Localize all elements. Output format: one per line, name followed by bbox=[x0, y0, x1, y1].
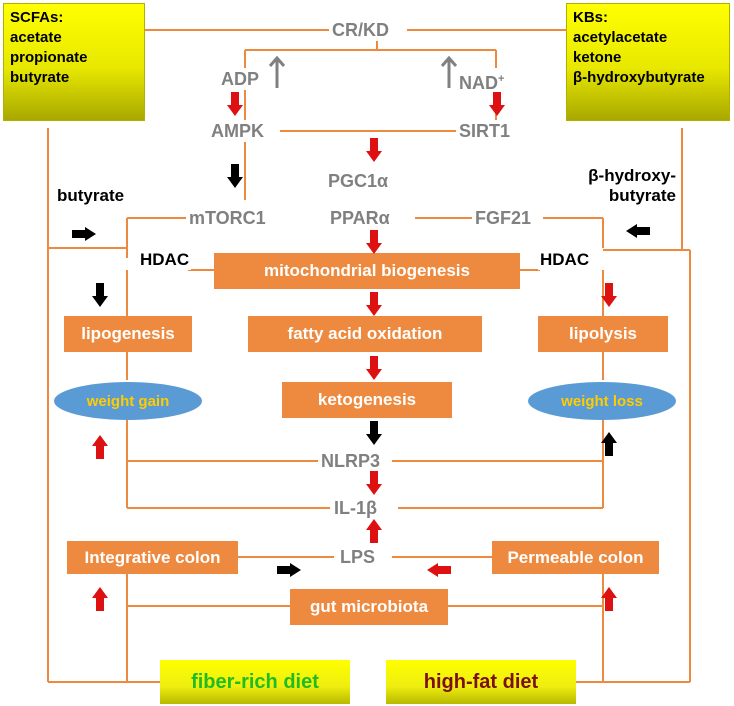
down-red-arrow-il1b bbox=[366, 471, 382, 500]
right-black-arrow-integrative-colon bbox=[277, 563, 301, 582]
adp-node: ADP bbox=[218, 68, 263, 90]
down-red-arrow-ketogenesis bbox=[366, 356, 382, 385]
scfas-item-acetate: acetate bbox=[10, 29, 62, 46]
lipogenesis-box: lipogenesis bbox=[64, 316, 192, 352]
il1b-node: IL-1β bbox=[331, 497, 380, 519]
down-red-arrow-nad-sirt1 bbox=[489, 92, 505, 121]
lipolysis-box: lipolysis bbox=[538, 316, 668, 352]
up-red-arrow-permeable-colon-shape bbox=[601, 587, 617, 611]
down-red-arrow-adp-ampk bbox=[227, 92, 243, 121]
kbs-item-ketone: ketone bbox=[573, 49, 622, 66]
gut-microbiota-box: gut microbiota bbox=[290, 589, 448, 625]
up-gray-arrow-nad-shape bbox=[440, 55, 458, 88]
cr-kd-node: CR/KD bbox=[329, 19, 392, 41]
fatty-acid-oxidation-box: fatty acid oxidation bbox=[248, 316, 482, 352]
down-red-arrow-nad-sirt1-shape bbox=[489, 92, 505, 116]
right-black-arrow-integrative-colon-shape bbox=[277, 563, 301, 577]
up-gray-arrow-adp bbox=[268, 55, 286, 94]
down-red-arrow-ketogenesis-shape bbox=[366, 356, 382, 380]
up-red-arrow-lps bbox=[366, 519, 382, 548]
hdac-left-label: HDAC bbox=[138, 250, 192, 270]
up-red-arrow-lps-shape bbox=[366, 519, 382, 543]
down-red-arrow-pgc1a-shape bbox=[366, 138, 382, 162]
butyrate-label: butyrate bbox=[55, 186, 127, 206]
down-red-arrow-ppara-shape bbox=[366, 230, 382, 254]
up-red-arrow-permeable-colon bbox=[601, 587, 617, 616]
down-red-arrow-pgc1a bbox=[366, 138, 382, 167]
scfas-title: SCFAs: bbox=[10, 9, 64, 26]
up-red-arrow-weight-gain bbox=[92, 435, 108, 464]
sirt1-node: SIRT1 bbox=[456, 120, 514, 142]
nad-label: NAD bbox=[459, 73, 498, 93]
lps-node: LPS bbox=[337, 546, 379, 568]
nad-superscript: + bbox=[498, 73, 505, 85]
permeable-colon-box: Permeable colon bbox=[492, 541, 659, 574]
down-black-arrow-nlrp3 bbox=[366, 421, 382, 450]
mitochondrial-biogenesis-box: mitochondrial biogenesis bbox=[214, 253, 520, 289]
scfas-box: SCFAs: acetate propionate butyrate bbox=[3, 3, 145, 121]
up-gray-arrow-adp-shape bbox=[268, 55, 286, 88]
pgc1a-node: PGC1α bbox=[325, 170, 392, 192]
bhb-label: β-hydroxy- butyrate bbox=[568, 166, 678, 206]
fiber-rich-diet-box: fiber-rich diet bbox=[160, 660, 350, 704]
mtorc1-node: mTORC1 bbox=[186, 207, 269, 229]
right-black-arrow-butyrate bbox=[72, 227, 96, 246]
down-red-arrow-fao-shape bbox=[366, 292, 382, 316]
up-red-arrow-integrative-colon bbox=[92, 587, 108, 616]
left-black-arrow-bhb bbox=[626, 224, 650, 243]
fgf21-node: FGF21 bbox=[472, 207, 535, 229]
scfas-item-butyrate: butyrate bbox=[10, 69, 70, 86]
up-black-arrow-weight-loss-shape bbox=[601, 432, 617, 456]
ampk-node: AMPK bbox=[208, 120, 267, 142]
bhb-label-line1: β-hydroxy- bbox=[588, 166, 676, 185]
down-black-arrow-lipogenesis-shape bbox=[92, 283, 108, 307]
kbs-box: KBs: acetylacetate ketone β-hydroxybutyr… bbox=[566, 3, 730, 121]
up-black-arrow-weight-loss bbox=[601, 432, 617, 461]
left-red-arrow-permeable-colon-shape bbox=[427, 563, 451, 577]
scfas-item-propionate: propionate bbox=[10, 49, 88, 66]
high-fat-diet-box: high-fat diet bbox=[386, 660, 576, 704]
nad-node: NAD+ bbox=[456, 68, 508, 94]
down-red-arrow-il1b-shape bbox=[366, 471, 382, 495]
down-black-arrow-lipogenesis bbox=[92, 283, 108, 312]
weight-gain-ellipse: weight gain bbox=[54, 382, 202, 420]
left-black-arrow-bhb-shape bbox=[626, 224, 650, 238]
up-red-arrow-integrative-colon-shape bbox=[92, 587, 108, 611]
down-black-arrow-mtorc1 bbox=[227, 164, 243, 193]
down-red-arrow-lipolysis bbox=[601, 283, 617, 312]
left-red-arrow-permeable-colon bbox=[427, 563, 451, 582]
hdac-right-label: HDAC bbox=[538, 250, 592, 270]
up-red-arrow-weight-gain-shape bbox=[92, 435, 108, 459]
kbs-item-acetylacetate: acetylacetate bbox=[573, 29, 668, 46]
kbs-title: KBs: bbox=[573, 9, 609, 26]
weight-loss-ellipse: weight loss bbox=[528, 382, 676, 420]
down-black-arrow-nlrp3-shape bbox=[366, 421, 382, 445]
down-red-arrow-lipolysis-shape bbox=[601, 283, 617, 307]
bhb-label-line2: butyrate bbox=[608, 186, 676, 205]
nlrp3-node: NLRP3 bbox=[318, 450, 384, 472]
down-black-arrow-mtorc1-shape bbox=[227, 164, 243, 188]
integrative-colon-box: Integrative colon bbox=[67, 541, 238, 574]
kbs-item-bhb: β-hydroxybutyrate bbox=[573, 69, 705, 86]
down-red-arrow-ppara bbox=[366, 230, 382, 259]
up-gray-arrow-nad bbox=[440, 55, 458, 94]
down-red-arrow-fao bbox=[366, 292, 382, 321]
ppara-node: PPARα bbox=[327, 207, 393, 229]
down-red-arrow-adp-ampk-shape bbox=[227, 92, 243, 116]
right-black-arrow-butyrate-shape bbox=[72, 227, 96, 241]
ketogenesis-box: ketogenesis bbox=[282, 382, 452, 418]
